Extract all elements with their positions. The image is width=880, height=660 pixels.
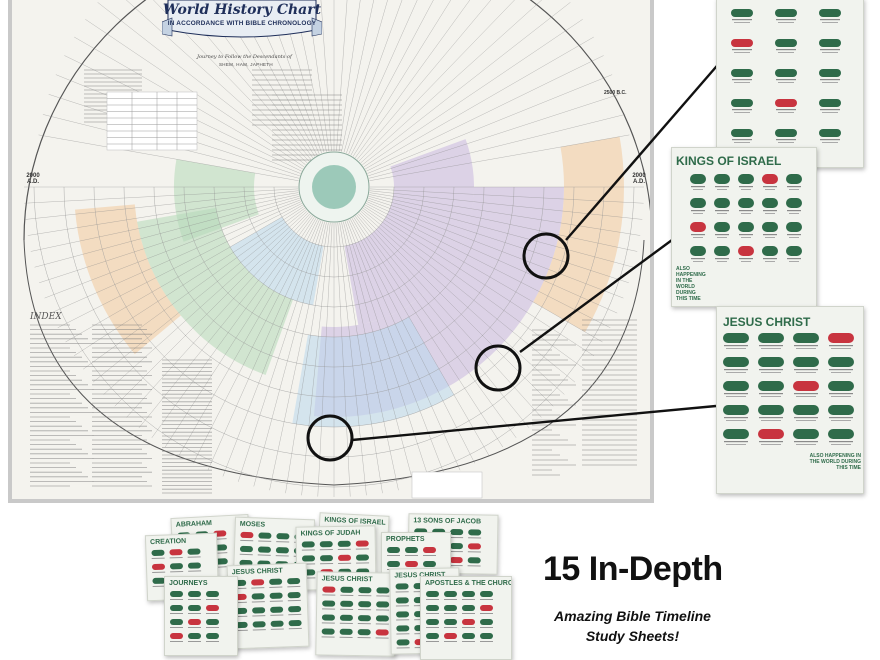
thumbnail-title: JOURNEYS — [169, 580, 208, 587]
magnifier-circle-1 — [522, 232, 570, 280]
sheet-grid-graphic — [723, 333, 854, 445]
thumbnail-sheet: JESUS CHRIST — [315, 571, 397, 657]
study-sheet-top — [716, 0, 864, 168]
study-sheet-kings-of-israel: KINGS OF ISRAEL ALSO HAPPENING IN THE WO… — [671, 147, 817, 307]
radial-timeline-graphic — [23, 0, 650, 499]
index-label: INDEX — [30, 312, 62, 322]
magnifier-line-1 — [565, 59, 723, 241]
magnifier-circle-2 — [474, 344, 522, 392]
thumbnail-grid-graphic — [151, 548, 202, 588]
promo-headline: 15 In-Depth — [543, 550, 723, 588]
sheet-side-note: ALSO HAPPENING IN THE WORLD DURING THIS … — [676, 266, 706, 302]
chart-author: SHEM, HAM, JAPHETH — [219, 62, 273, 67]
year-label-right: 2000 A.D. — [632, 173, 646, 185]
thumbnail-title: APOSTLES & THE CHURCH — [425, 580, 512, 587]
thumbnail-sheet: JOURNEYS — [164, 576, 238, 656]
sheet-title-jesus-christ: JESUS CHRIST — [723, 315, 811, 329]
thumbnail-grid-graphic — [233, 577, 302, 632]
sheet-grid-graphic — [731, 9, 841, 143]
chart-title-banner: World History Chart IN ACCORDANCE WITH B… — [162, 0, 322, 58]
sheet-grid-graphic — [690, 174, 802, 262]
thumbnail-grid-graphic — [426, 591, 493, 642]
thumbnail-grid-graphic — [321, 586, 390, 639]
chart-tagline: Journey to Follow the Descendants of — [197, 54, 292, 60]
thumbnail-sheet: CREATION — [144, 532, 220, 602]
sheet-side-note: ALSO HAPPENING IN THE WORLD DURING THIS … — [809, 453, 861, 471]
chart-subtitle: IN ACCORDANCE WITH BIBLE CHRONOLOGY — [167, 20, 317, 27]
year-label-left: 2000 A.D. — [26, 173, 40, 185]
study-sheet-jesus-christ: JESUS CHRIST ALSO HAPPENING IN THE WORLD… — [716, 306, 864, 494]
promo-subline: Amazing Bible Timeline Study Sheets! — [540, 606, 725, 646]
promo-subline-1: Amazing Bible Timeline — [554, 608, 711, 624]
thumbnail-sheet: APOSTLES & THE CHURCH — [420, 576, 512, 660]
magnifier-line-2 — [519, 239, 673, 353]
sheet-title-kings-of-israel: KINGS OF ISRAEL — [676, 154, 782, 168]
thumbnail-grid-graphic — [170, 591, 219, 642]
magnifier-line-3 — [351, 404, 717, 442]
magnifier-circle-3 — [306, 414, 354, 462]
chart-title: World History Chart — [162, 2, 322, 18]
thumbnail-sheet: JESUS CHRIST — [226, 562, 310, 650]
promo-subline-2: Study Sheets! — [585, 628, 680, 644]
year-label-top-right: 2500 B.C. — [604, 90, 627, 96]
scroll-banner-shape — [162, 0, 322, 38]
history-chart-poster: World History Chart IN ACCORDANCE WITH B… — [8, 0, 654, 503]
thumbnail-title: PROPHETS — [386, 536, 425, 543]
